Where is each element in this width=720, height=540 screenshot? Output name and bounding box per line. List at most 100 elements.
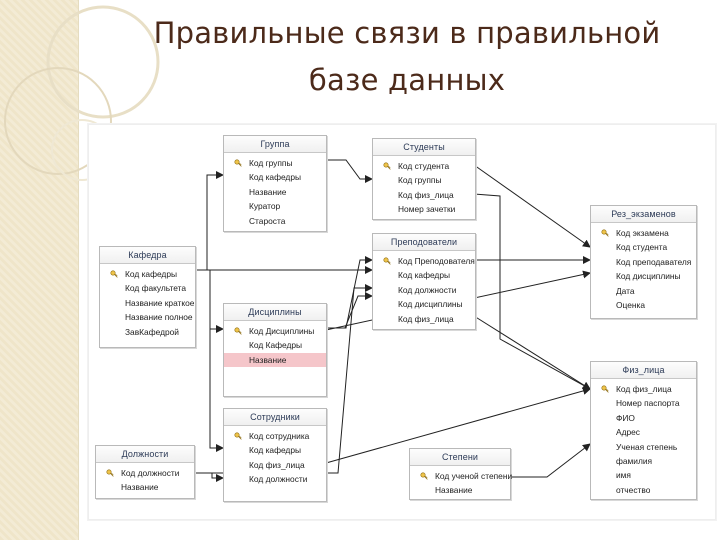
table-dolzhnosti-header: Должности (96, 446, 194, 463)
table-stepeni-fields: Код ученой степени Название (410, 466, 513, 498)
table-prepodavateli-field[interactable]: Код физ_лица (373, 312, 475, 326)
table-rez-ekzamenov-field-label: Код экзамена (616, 228, 669, 238)
table-fiz-lica[interactable]: Физ_лица Код физ_лица Номер паспорта ФИО… (590, 361, 697, 500)
table-kafedra-field[interactable]: Название краткое (100, 296, 195, 310)
table-studenty-field[interactable]: Номер зачетки (373, 202, 475, 216)
table-gruppa-fields: Код группы Код кафедры Название Куратор … (224, 153, 326, 228)
table-fiz-lica-field[interactable]: Адрес (591, 425, 696, 439)
table-dolzhnosti-field-label: Название (121, 482, 159, 493)
table-stepeni-field[interactable]: Код ученой степени (410, 469, 513, 483)
table-sotrudniki[interactable]: Сотрудники Код сотрудника Код кафедры Ко… (223, 408, 327, 502)
table-fiz-lica-field[interactable]: ФИО (591, 411, 696, 425)
table-fiz-lica-header: Физ_лица (591, 362, 696, 379)
table-kafedra-field[interactable]: Название полное (100, 310, 195, 324)
table-fiz-lica-field[interactable]: Ученая степень (591, 440, 696, 454)
table-gruppa[interactable]: Группа Код группы Код кафедры Название К… (223, 135, 327, 232)
table-sotrudniki-fields: Код сотрудника Код кафедры Код физ_лица … (224, 426, 326, 487)
table-stepeni[interactable]: Степени Код ученой степени Название (409, 448, 513, 500)
table-rez-ekzamenov-field-label: Оценка (616, 299, 646, 310)
table-dolzhnosti[interactable]: Должности Код должности Название (95, 445, 195, 499)
table-gruppa-field[interactable]: Староста (224, 214, 326, 228)
table-discipliny-fields: Код Дисциплины Код Кафедры Название (224, 321, 326, 368)
table-studenty-field[interactable]: Код группы (373, 173, 475, 187)
table-sotrudniki-field-label: Код сотрудника (249, 431, 310, 441)
table-discipliny[interactable]: Дисциплины Код Дисциплины Код Кафедры На… (223, 303, 327, 397)
table-sotrudniki-field[interactable]: Код физ_лица (224, 458, 326, 472)
table-discipliny-field[interactable]: Код Кафедры (224, 338, 326, 352)
table-rez-ekzamenov[interactable]: Рез_экзаменов Код экзамена Код студента … (590, 205, 697, 319)
table-prepodavateli-field-label: Код Преподователя (398, 256, 475, 266)
table-rez-ekzamenov-field-label: Дата (616, 285, 635, 296)
table-rez-ekzamenov-field[interactable]: Код преподавателя (591, 255, 696, 269)
table-stepeni-field-label: Название (435, 485, 473, 496)
table-sotrudniki-header: Сотрудники (224, 409, 326, 426)
table-stepeni-header: Степени (410, 449, 510, 466)
table-fiz-lica-field[interactable]: фамилия (591, 454, 696, 468)
table-kafedra[interactable]: Кафедра Код кафедры Код факультета Назва… (99, 246, 196, 348)
table-rez-ekzamenov-field[interactable]: Код экзамена (591, 226, 696, 240)
slide-title: Правильные связи в правильной базе данны… (92, 10, 720, 104)
table-studenty-field-label: Номер зачетки (398, 204, 456, 215)
table-rez-ekzamenov-field[interactable]: Код дисциплины (591, 269, 696, 283)
table-prepodavateli-field[interactable]: Код дисциплины (373, 297, 475, 311)
table-fiz-lica-field-label: ФИО (616, 412, 635, 423)
table-gruppa-field[interactable]: Название (224, 185, 326, 199)
table-rez-ekzamenov-field[interactable]: Оценка (591, 298, 696, 312)
table-gruppa-field-label: Староста (249, 215, 286, 226)
table-studenty[interactable]: Студенты Код студента Код группы Код физ… (372, 138, 476, 220)
table-discipliny-field-highlighted[interactable]: Название (224, 352, 326, 368)
table-dolzhnosti-field[interactable]: Код должности (96, 466, 194, 480)
table-stepeni-field[interactable]: Название (410, 483, 510, 497)
table-kafedra-field[interactable]: ЗавКафедрой (100, 325, 195, 339)
table-gruppa-field-label: Куратор (249, 201, 281, 212)
table-gruppa-field[interactable]: Куратор (224, 199, 326, 213)
table-prepodavateli-field-label: Код дисциплины (398, 299, 463, 310)
left-decorative-strip (0, 0, 79, 540)
table-prepodavateli[interactable]: Преподователи Код Преподователя Код кафе… (372, 233, 476, 330)
table-gruppa-field[interactable]: Код группы (224, 156, 326, 170)
table-sotrudniki-field-label: Код кафедры (249, 445, 301, 456)
slide-title-line-2: базе данных (308, 63, 506, 97)
table-dolzhnosti-field[interactable]: Название (96, 480, 194, 494)
table-rez-ekzamenov-field-label: Код студента (616, 242, 668, 253)
table-fiz-lica-field[interactable]: отчество (591, 483, 696, 497)
table-fiz-lica-field[interactable]: Номер паспорта (591, 396, 696, 410)
table-kafedra-field[interactable]: Код кафедры (100, 267, 195, 281)
table-discipliny-field[interactable]: Код Дисциплины (224, 324, 326, 338)
table-studenty-field[interactable]: Код студента (373, 159, 475, 173)
table-dolzhnosti-fields: Код должности Название (96, 463, 194, 495)
key-icon (383, 257, 391, 265)
table-gruppa-header: Группа (224, 136, 326, 153)
table-prepodavateli-field[interactable]: Код кафедры (373, 268, 475, 282)
table-studenty-fields: Код студента Код группы Код физ_лица Ном… (373, 156, 475, 217)
table-prepodavateli-field[interactable]: Код Преподователя (373, 254, 475, 268)
table-sotrudniki-field[interactable]: Код кафедры (224, 443, 326, 457)
table-sotrudniki-field[interactable]: Код должности (224, 472, 326, 486)
table-stepeni-field-label: Код ученой степени (435, 471, 513, 481)
key-icon (420, 472, 428, 480)
table-kafedra-field[interactable]: Код факультета (100, 281, 195, 295)
table-gruppa-field-label: Код кафедры (249, 172, 301, 183)
table-fiz-lica-field-label: Номер паспорта (616, 398, 680, 409)
table-rez-ekzamenov-fields: Код экзамена Код студента Код преподават… (591, 223, 696, 312)
key-icon (110, 270, 118, 278)
table-prepodavateli-field-label: Код должности (398, 284, 457, 295)
table-gruppa-field[interactable]: Код кафедры (224, 170, 326, 184)
table-studenty-header: Студенты (373, 139, 475, 156)
table-sotrudniki-field[interactable]: Код сотрудника (224, 429, 326, 443)
table-rez-ekzamenov-field[interactable]: Дата (591, 284, 696, 298)
table-dolzhnosti-field-label: Код должности (121, 468, 180, 478)
table-rez-ekzamenov-header: Рез_экзаменов (591, 206, 696, 223)
table-kafedra-field-label: Название краткое (125, 297, 195, 308)
table-studenty-field[interactable]: Код физ_лица (373, 188, 475, 202)
table-kafedra-fields: Код кафедры Код факультета Название крат… (100, 264, 195, 339)
table-fiz-lica-field[interactable]: Код физ_лица (591, 382, 696, 396)
table-sotrudniki-field-label: Код физ_лица (249, 459, 305, 470)
table-fiz-lica-field[interactable]: имя (591, 468, 696, 482)
table-fiz-lica-field-label: Ученая степень (616, 441, 678, 452)
table-rez-ekzamenov-field[interactable]: Код студента (591, 240, 696, 254)
key-icon (601, 385, 609, 393)
table-prepodavateli-field[interactable]: Код должности (373, 283, 475, 297)
table-fiz-lica-field-label: Адрес (616, 427, 640, 438)
table-fiz-lica-field-label: отчество (616, 484, 651, 495)
